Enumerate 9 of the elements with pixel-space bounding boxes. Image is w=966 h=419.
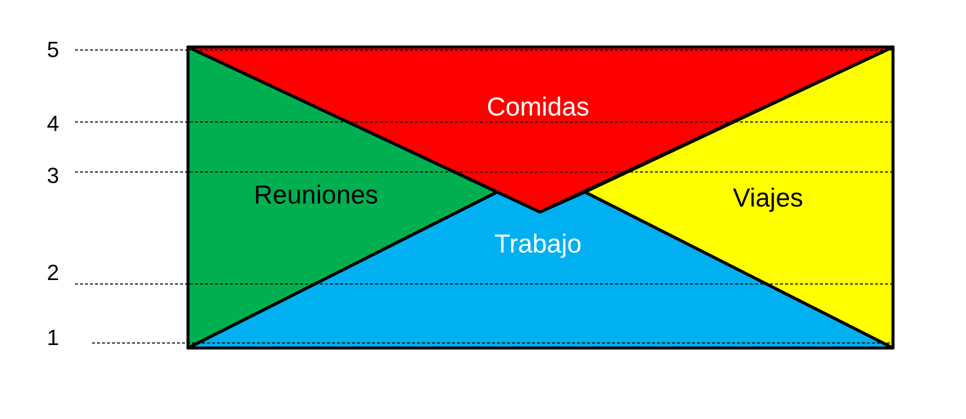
level-number: 4	[46, 111, 60, 137]
level-number: 1	[46, 325, 60, 351]
region-label: Trabajo	[494, 228, 582, 260]
level-number: 3	[46, 163, 60, 189]
level-number: 2	[46, 260, 60, 286]
level-number: 5	[46, 37, 60, 63]
region-label: Viajes	[732, 182, 804, 214]
region-label: Comidas	[486, 92, 590, 122]
region-label: Reuniones	[254, 180, 378, 210]
